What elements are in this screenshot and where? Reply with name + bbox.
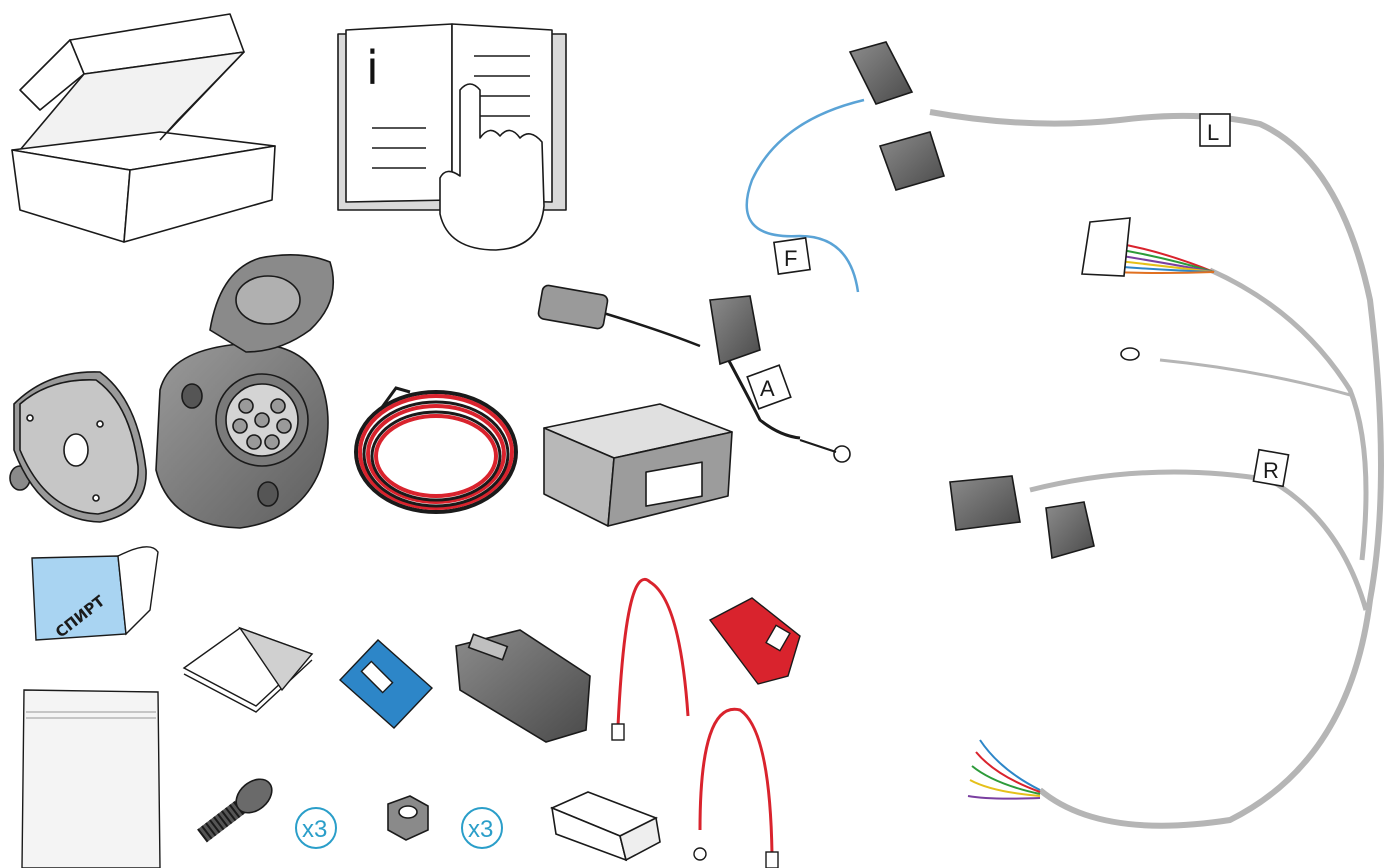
wire-coil-icon: [354, 386, 518, 514]
adapter-label-box: A: [746, 364, 792, 410]
harness-icon: [929, 109, 1384, 829]
control-module-icon: [543, 403, 733, 527]
fuse-icon: [338, 639, 434, 729]
fog-label: F: [784, 246, 797, 271]
left-label-box: L: [1199, 113, 1231, 147]
nut-icon: [387, 795, 429, 841]
splice-sleeve-icon: [549, 791, 661, 862]
screw-qty-badge: x3: [295, 807, 337, 849]
screw-icon: [197, 778, 273, 843]
harness-connectors: [848, 41, 1140, 560]
scotchlok-icon: [708, 597, 801, 685]
cleaning-wipe-icon: [31, 546, 159, 641]
zip-bag-icon: [21, 689, 161, 868]
terminal-ends: [611, 723, 779, 868]
left-label: L: [1207, 120, 1219, 145]
socket-icon: [155, 254, 334, 529]
right-label-box: R: [1252, 448, 1290, 488]
fog-wire-icon: [745, 98, 865, 293]
manual-info-label: i: [366, 41, 379, 95]
manual-icon: [337, 23, 567, 251]
nut-qty-badge: x3: [461, 807, 503, 849]
adapter-label: A: [760, 376, 775, 401]
box-icon: [11, 13, 276, 243]
adapter-harness-icon: [537, 284, 851, 463]
right-label: R: [1263, 458, 1279, 483]
jumper-wire-icon: [616, 578, 774, 855]
gasket-icon: [9, 371, 147, 523]
fog-label-box: F: [773, 237, 811, 275]
screw-qty-label: x3: [302, 816, 327, 843]
connector-icon: [455, 629, 591, 743]
nut-qty-label: x3: [468, 816, 493, 843]
napkin-icon: [182, 626, 314, 713]
